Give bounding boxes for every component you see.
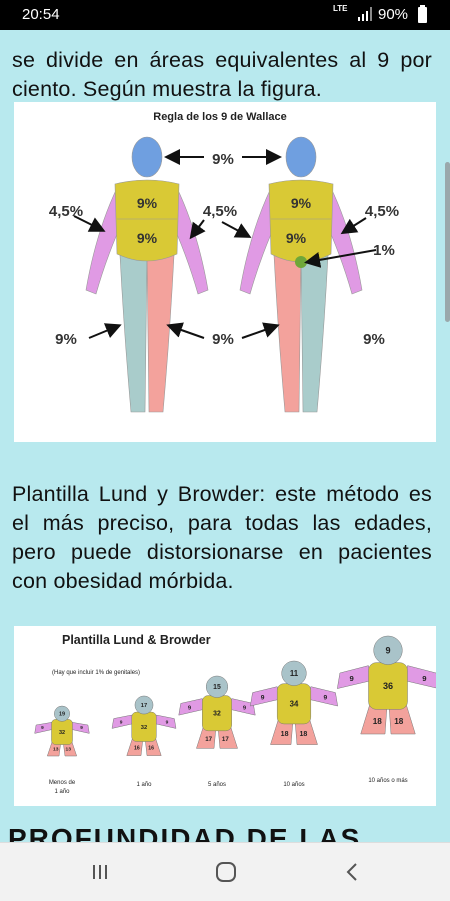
lund-left-arm-value: 9 [41,725,44,730]
back-arrow-icon [346,863,357,881]
recent-apps-button[interactable] [70,855,130,889]
lund-browder-figure: Plantilla Lund & Browder (Hay que inclui… [14,626,436,806]
front-trunk-upper-label: 9% [291,195,312,211]
lund-title: Plantilla Lund & Browder [62,633,211,647]
lund-trunk-value: 36 [383,681,393,691]
lund-left-arm [178,698,205,716]
recent-apps-icon [93,865,107,879]
lund-left-leg-value: 18 [281,731,289,738]
back-left-leg [119,254,148,413]
lund-trunk-value: 32 [213,711,221,718]
back-body [85,136,209,413]
lund-trunk-value: 32 [59,730,65,736]
left-arm-label: 4,5% [49,203,83,220]
lund-right-leg-value: 17 [222,736,229,743]
middle-arm-label: 4,5% [203,203,237,220]
lund-head-value: 9 [385,645,390,655]
back-trunk-lower-label: 9% [137,230,158,246]
back-trunk [114,179,180,262]
navigation-bar [0,842,450,901]
lund-head [373,635,403,665]
wallace-figure-svg: Regla de los 9 de Wallace [49,111,399,413]
paragraph-lund-browder: Plantilla Lund y Browder: este método es… [12,481,432,593]
lund-left-arm [250,686,280,707]
lund-head [281,660,307,686]
lund-caption: 1 año [54,789,70,795]
lund-left-arm-value: 9 [188,705,192,711]
lund-right-leg-value: 13 [66,747,72,753]
back-button[interactable] [322,855,382,889]
lund-left-arm-value: 9 [349,674,353,683]
front-head [285,136,317,178]
lund-head-value: 15 [213,684,221,691]
wallace-rule-figure: Regla de los 9 de Wallace [14,102,436,442]
right-leg-label: 9% [363,331,385,348]
lund-right-leg-value: 16 [148,745,154,751]
lund-right-leg-value: 18 [394,717,404,726]
middle-leg-label: 9% [212,331,234,348]
back-trunk-upper-label: 9% [137,195,158,211]
lund-left-arm [336,665,371,689]
scrollbar-thumb[interactable] [445,162,450,322]
lund-left-leg-value: 17 [205,736,212,743]
signal-icon [358,7,372,21]
lund-caption: 1 año [136,782,152,788]
lund-head-value: 17 [141,703,147,709]
lund-head [205,675,229,698]
lund-left-leg-value: 18 [373,717,383,726]
front-trunk-lower-label: 9% [286,230,307,246]
lund-figure-svg: Plantilla Lund & Browder (Hay que inclui… [34,633,436,795]
lund-caption: 10 años [283,782,304,788]
lund-right-leg-value: 18 [299,731,307,738]
lund-right-arm-value: 9 [80,725,83,730]
home-button[interactable] [196,855,256,889]
lund-head-value: 19 [59,712,65,718]
head-percent-label: 9% [212,151,234,168]
battery-icon [418,5,427,23]
lund-left-arm [111,714,135,729]
next-section-heading: PROFUNDIDAD DE LAS [8,823,362,842]
lund-left-arm-value: 9 [120,720,123,726]
status-bar: 20:54 LTE 90% [0,0,450,30]
left-leg-label: 9% [55,331,77,348]
lund-head-value: 11 [290,669,299,678]
lund-right-arm-value: 9 [324,694,328,701]
lund-note: (Hay que incluir 1% de genitales) [52,670,140,676]
lund-trunk-value: 32 [141,725,147,731]
genital-area [295,256,307,268]
lund-caption: Menos de [49,780,76,786]
front-trunk [268,179,334,263]
lund-caption: 5 años [208,782,226,788]
lund-left-leg-value: 16 [134,745,140,751]
article-content[interactable]: se divide en áreas equivalentes al 9 por… [0,30,450,842]
status-time: 20:54 [22,6,60,23]
network-type-indicator: LTE [333,4,348,13]
battery-percent: 90% [378,6,409,23]
home-icon [216,862,236,882]
right-arm-label: 4,5% [365,203,399,220]
lund-right-arm [405,665,436,689]
lund-left-arm [34,722,54,734]
lund-left-leg-value: 13 [53,747,59,753]
front-body [239,136,363,413]
front-left-leg [273,254,302,413]
back-head [131,136,163,178]
lund-trunk-value: 34 [290,700,299,709]
genital-label: 1% [373,242,395,259]
front-right-leg [300,254,329,413]
lund-caption: 10 años o más [368,778,407,784]
back-right-leg [146,254,175,413]
paragraph-intro-tail: se divide en áreas equivalentes al 9 por… [12,47,432,101]
lund-head [134,695,154,715]
lund-right-arm-value: 9 [166,720,169,726]
wallace-title: Regla de los 9 de Wallace [153,111,286,123]
lund-left-arm-value: 9 [261,694,265,701]
lund-head [54,705,70,722]
lund-right-arm-value: 9 [422,674,426,683]
lund-right-arm-value: 9 [243,705,247,711]
